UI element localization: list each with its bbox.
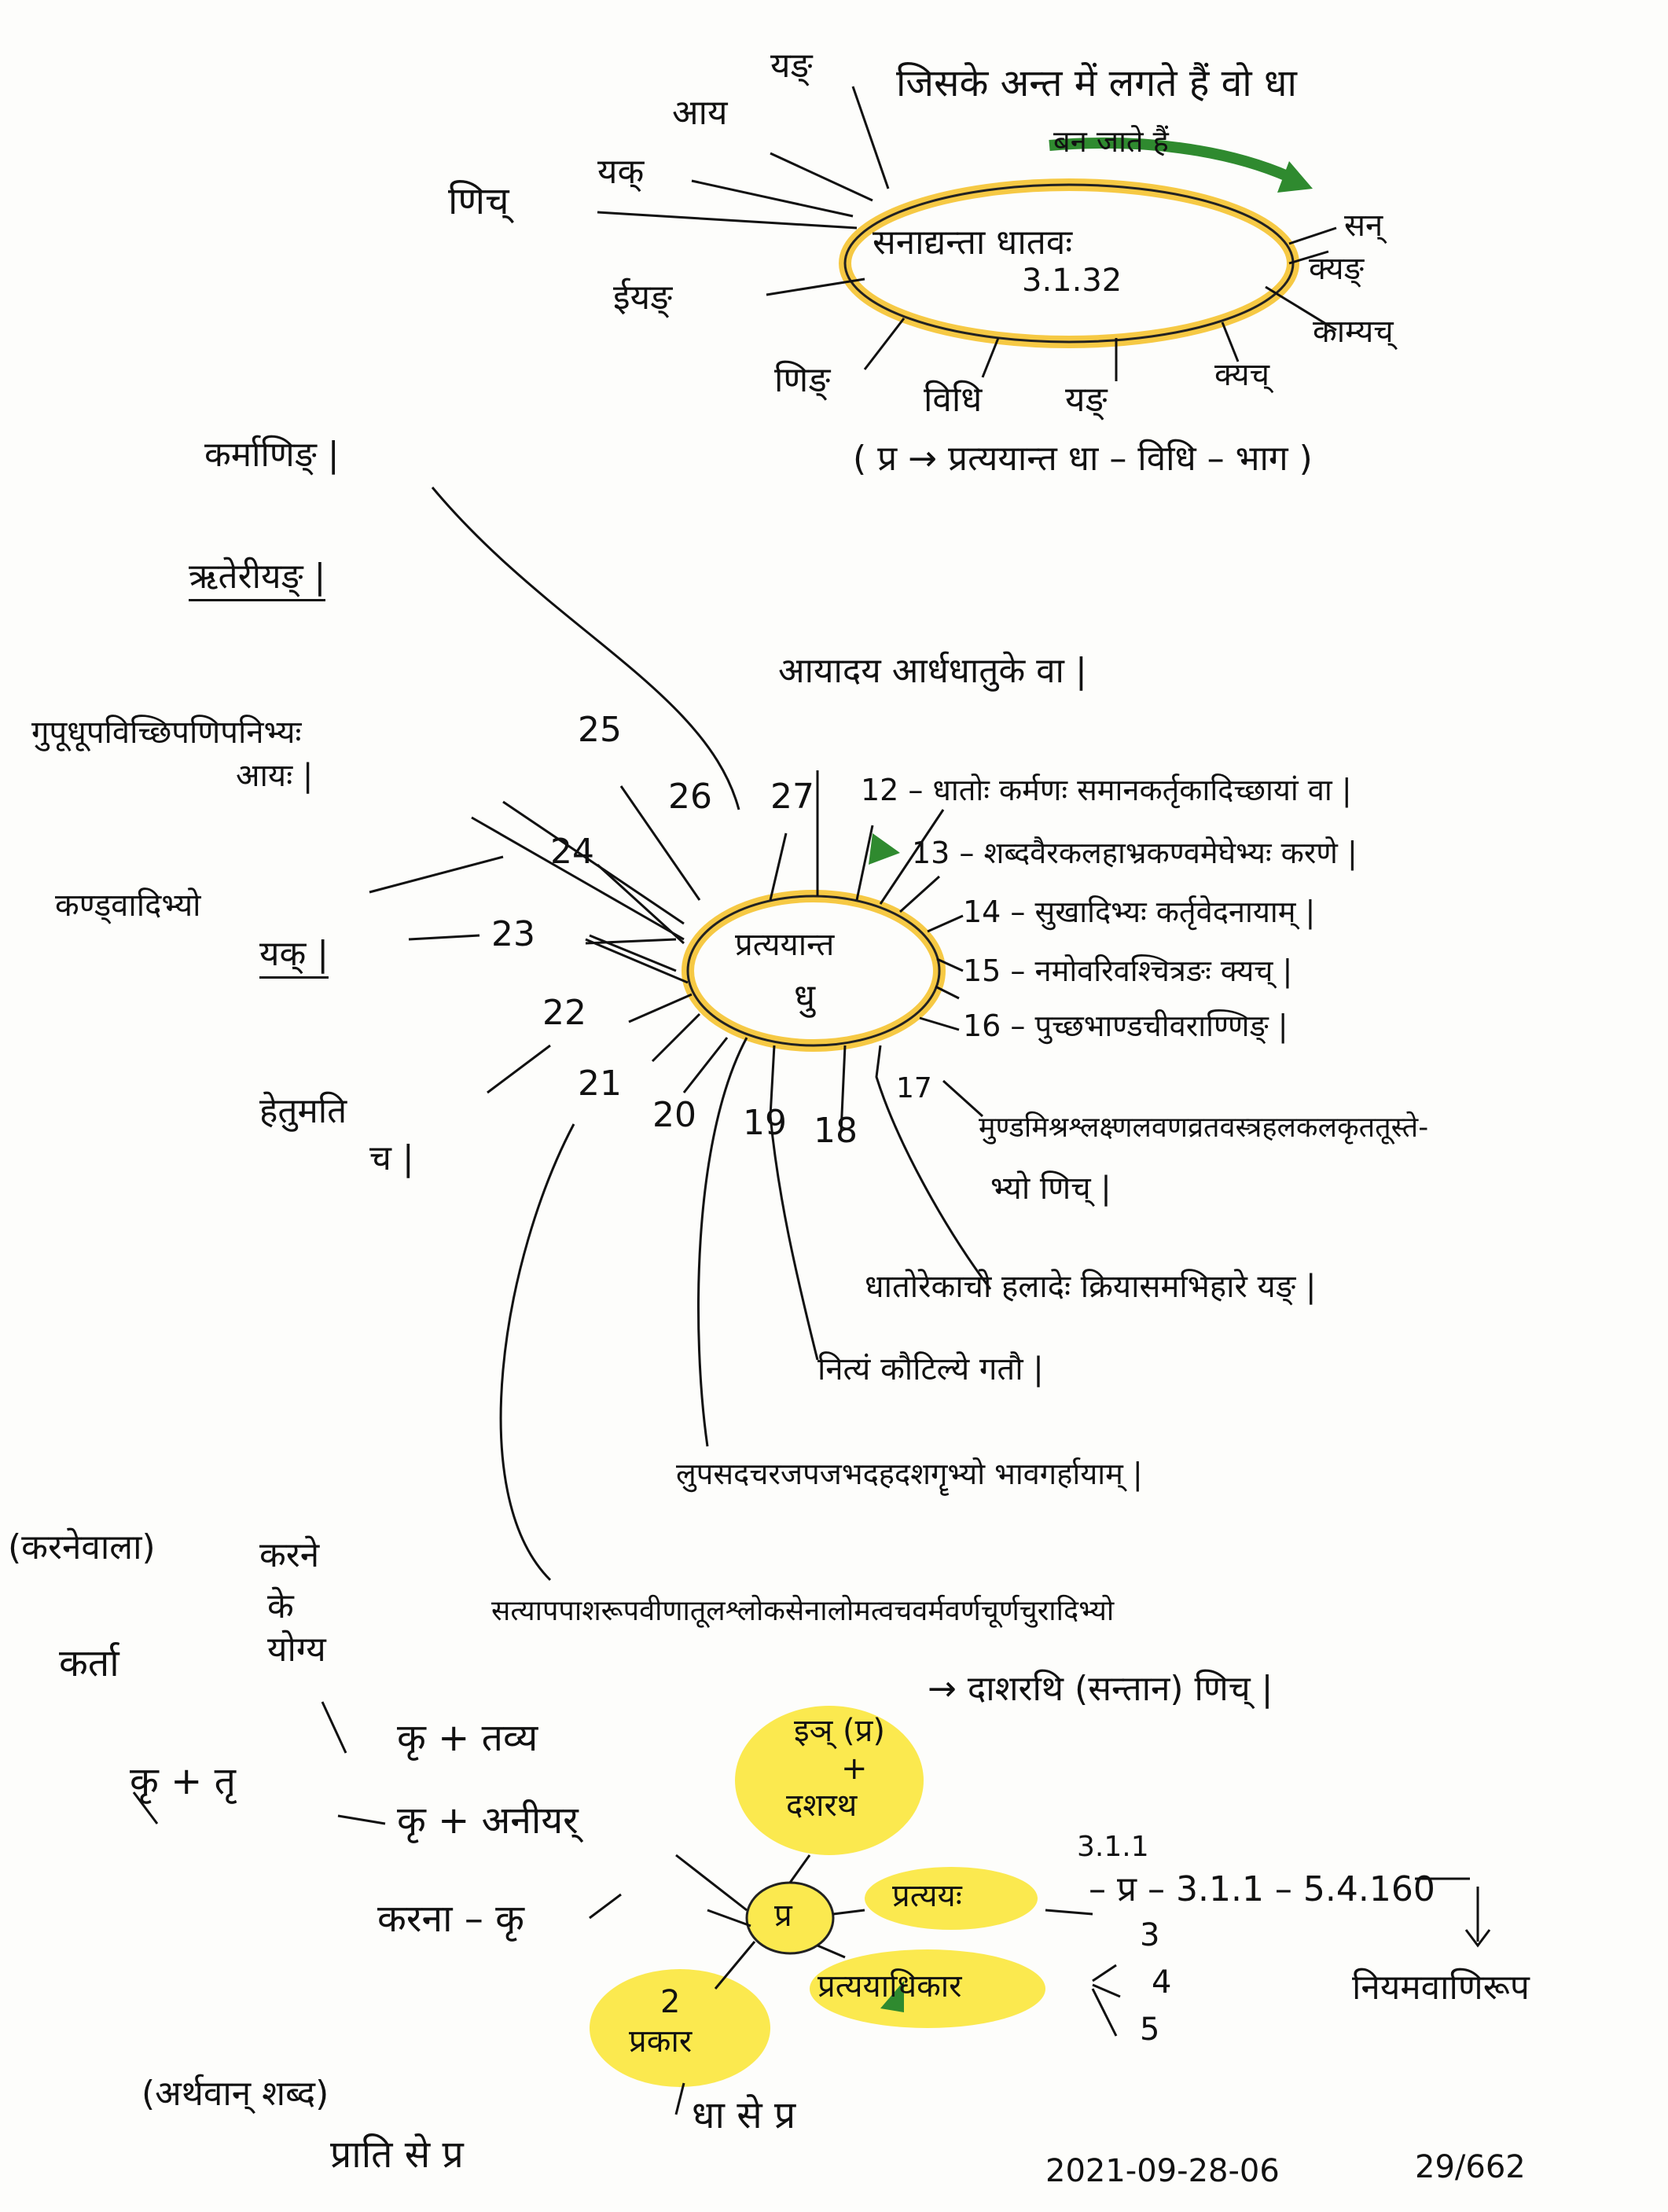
- two-line1: 2: [660, 1984, 681, 2020]
- karta: कर्ता: [59, 1641, 119, 1685]
- hl-line3: दशरथ: [786, 1788, 858, 1824]
- karane-line3: योग्य: [267, 1630, 326, 1670]
- branch-nic: णिच्: [448, 179, 509, 223]
- hl-dasharatha: [735, 1706, 924, 1855]
- karta-note: (करनेवाला): [8, 1527, 156, 1567]
- branch-kyang: यङ्: [1065, 380, 1108, 420]
- top-hub-center-line2: 3.1.32: [1022, 263, 1122, 299]
- num-26: 26: [668, 777, 712, 817]
- adhikara-label: प्रत्ययाधिकार: [817, 1968, 962, 2004]
- arthavan-note: (अर्थवान् शब्द): [141, 2074, 329, 2114]
- chain-label: – प्र – 3.1.1 – 5.4.160: [1089, 1869, 1435, 1909]
- num-22: 22: [542, 993, 586, 1033]
- branch-kyac-2: क्यङ्: [1309, 251, 1365, 287]
- karane-line2: के: [267, 1586, 294, 1626]
- hl-line2: +: [841, 1751, 868, 1787]
- num-17: 17: [896, 1072, 932, 1104]
- pratyaya-label: प्रत्ययः: [892, 1878, 962, 1914]
- label-hetumati-line2: च |: [369, 1138, 414, 1178]
- kr-aniiyar: कृ + अनीयर्: [397, 1799, 579, 1843]
- karane-line1: करने: [259, 1535, 320, 1575]
- label-gupu-line2: आयः |: [236, 758, 314, 794]
- sutra-16: 16 – पुच्छभाण्डचीवराण्णिङ् |: [963, 1009, 1288, 1043]
- num-19: 19: [743, 1103, 787, 1143]
- top-note-line1: जिसके अन्त में लगते हैं वो धा: [896, 61, 1297, 105]
- label-gupu-line1: गुपूधूपविच्छिपणिपनिभ्यः: [31, 715, 302, 751]
- branch-ning: णिङ्: [774, 360, 831, 400]
- footer-page: 29/662: [1415, 2149, 1526, 2185]
- branch-yang: यङ्: [770, 46, 813, 86]
- sutra-3-1-1: 3.1.1: [1077, 1831, 1149, 1863]
- sutra-17-line1: मुण्डमिश्रश्लक्ष्णलवणव्रतवस्त्रहलकलकृततू…: [979, 1112, 1429, 1144]
- branch-kyac: क्यच्: [1214, 357, 1269, 393]
- green-arrow-top: [1049, 137, 1291, 182]
- sutra-12: 12 – धातोः कर्मणः समानकर्तृकादिच्छायां व…: [861, 773, 1352, 807]
- sutra-27: आयादय आर्धधातुके वा |: [778, 651, 1087, 691]
- label-kandvadi-line1: कण्ड्वादिभ्यो: [55, 887, 201, 924]
- sutra-20: लुपसदचरजपजभदहदशगॄभ्यो भावगर्हायाम् |: [676, 1457, 1143, 1491]
- karana: करना – कृ: [377, 1897, 524, 1941]
- label-kandvadi-line2: यक् |: [259, 935, 329, 979]
- branch-iiyang: ईयङ्: [613, 277, 673, 318]
- prati-line: प्राति से प्र: [330, 2133, 464, 2177]
- footer-date: 2021-09-28-06: [1045, 2153, 1280, 2189]
- kr-tavya: कृ + तव्य: [397, 1716, 538, 1760]
- branch-yak: यक्: [597, 152, 645, 192]
- top-hub-note: ( प्र → प्रत्ययान्त धा – विधि – भाग ): [853, 439, 1313, 479]
- niyama-label: नियमवाणिरूप: [1352, 1968, 1530, 2008]
- sutra-18: धातोरेकाचो हलादेः क्रियासमभिहारे यङ् |: [865, 1269, 1317, 1305]
- label-rteriiyang: ऋतेरीयङ् |: [189, 557, 326, 602]
- num-3: 3: [1140, 1917, 1160, 1953]
- num-20: 20: [652, 1095, 696, 1135]
- num-27: 27: [770, 777, 814, 817]
- hl-two-types: [590, 1969, 770, 2087]
- sutra-13: 13 – शब्दवैरकलहाभ्रकण्वमेघेभ्यः करणे |: [912, 836, 1358, 870]
- sutra-14: 14 – सुखादिभ्यः कर्तृवेदनायाम् |: [963, 895, 1316, 929]
- num-21: 21: [578, 1064, 622, 1104]
- green-arrow-mid: [869, 833, 900, 865]
- sutra-19: नित्यं कौटिल्ये गतौ |: [817, 1351, 1044, 1387]
- dasharatha-note: → दाशरथि (सन्तान) णिच् |: [928, 1669, 1273, 1709]
- hl-adhikara: [810, 1949, 1045, 2028]
- label-hetumati-line1: हेतुमति: [259, 1091, 347, 1131]
- num-24: 24: [550, 832, 594, 872]
- branch-kaamyac: काम्यच्: [1313, 314, 1394, 350]
- bottom-hub-center: प्र: [774, 1898, 792, 1934]
- num-25: 25: [578, 710, 622, 750]
- two-line2: प्रकार: [629, 2023, 693, 2060]
- mid-hub-center-line1: प्रत्ययान्त: [735, 927, 835, 963]
- num-4: 4: [1152, 1964, 1172, 2001]
- branch-vidhi: विधि: [924, 380, 983, 420]
- kr-tr: कृ + तृ: [130, 1759, 236, 1803]
- branch-aay: आय: [672, 93, 728, 133]
- hl-line1: इञ् (प्र): [794, 1713, 886, 1749]
- sutra-15: 15 – नमोवरिवश्चित्रङः क्यच् |: [963, 954, 1293, 988]
- num-23: 23: [491, 914, 535, 954]
- num-18: 18: [814, 1111, 858, 1151]
- branch-san: सन्: [1344, 208, 1383, 244]
- top-hub-center-line1: सनाद्यन्ता धातवः: [873, 222, 1073, 263]
- sutra-21: सत्यापपाशरूपवीणातूलश्लोकसेनालोमत्वचवर्मव…: [491, 1595, 1115, 1627]
- sutra-17-line2: भ्यो णिच् |: [990, 1170, 1111, 1207]
- bottom-line: धा से प्र: [692, 2093, 796, 2137]
- mid-hub-center-line2: धु: [794, 977, 816, 1017]
- num-5: 5: [1140, 2012, 1160, 2048]
- top-note-line2: बन जाते हैं: [1053, 124, 1169, 159]
- hl-pratyaya: [865, 1867, 1038, 1930]
- green-arrow-bottom: [880, 1981, 904, 2012]
- label-karmanin: कर्माणिङ् |: [204, 435, 340, 475]
